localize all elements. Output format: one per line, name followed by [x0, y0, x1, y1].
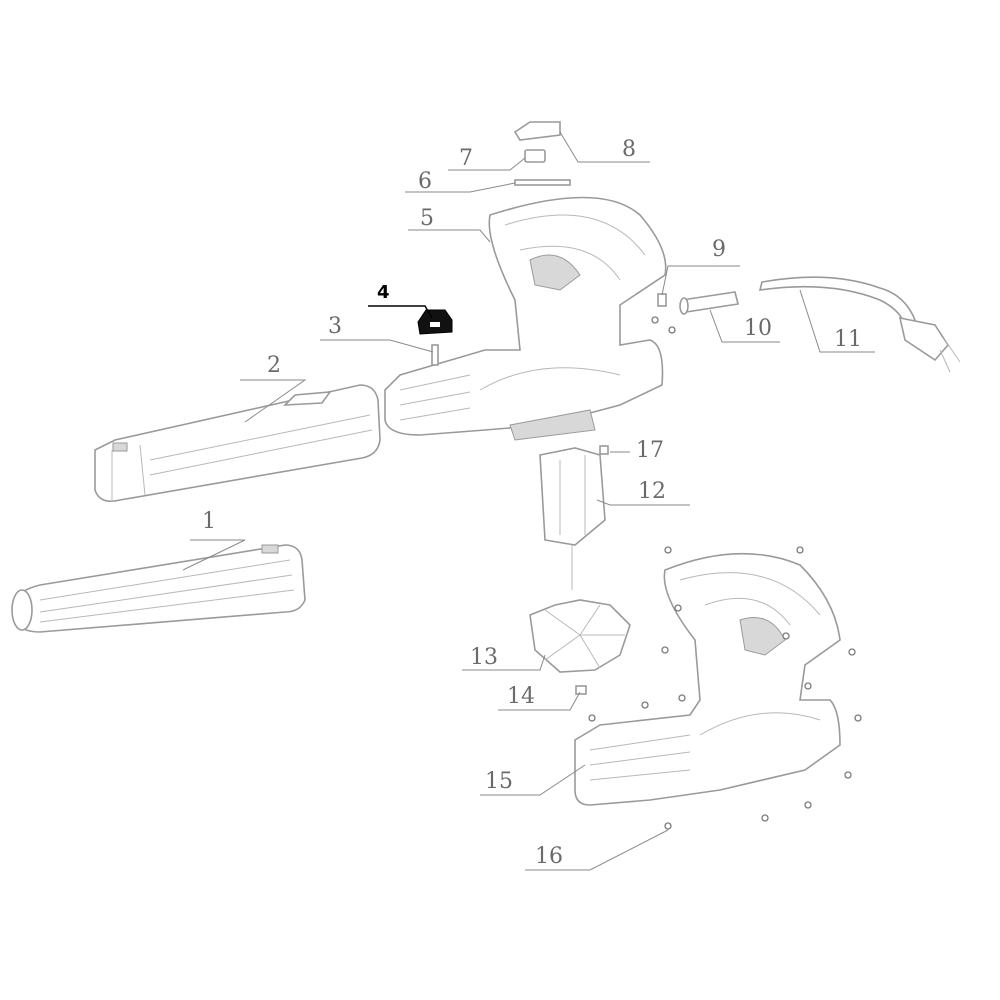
- leader-lines: [182, 131, 875, 871]
- part-3-spring: [431, 344, 439, 366]
- part-11-power-cord: [758, 276, 961, 373]
- label-7: 7: [459, 146, 473, 171]
- part-9-clamp: [657, 293, 667, 307]
- label-11: 11: [834, 327, 862, 352]
- part-16-screws: [588, 316, 862, 830]
- part-1-nozzle: [11, 544, 306, 633]
- label-17: 17: [636, 438, 664, 463]
- label-13: 13: [470, 645, 498, 670]
- label-2: 2: [267, 353, 281, 378]
- part-14-nut: [575, 685, 587, 695]
- part-6-pin: [514, 179, 571, 186]
- label-8: 8: [622, 137, 636, 162]
- part-10-strain-relief: [679, 291, 739, 315]
- label-12: 12: [638, 479, 666, 504]
- part-5-upper-housing: [384, 196, 667, 441]
- part-12-motor: [539, 445, 609, 590]
- label-14: 14: [507, 684, 535, 709]
- label-15: 15: [485, 769, 513, 794]
- part-4-switch: [417, 309, 453, 335]
- label-4: 4: [377, 282, 390, 303]
- label-1: 1: [202, 509, 216, 534]
- label-16: 16: [535, 844, 563, 869]
- label-9: 9: [712, 237, 726, 262]
- part-7-block: [524, 149, 546, 163]
- label-10: 10: [744, 316, 772, 341]
- part-2-tube: [94, 384, 381, 503]
- part-15-lower-housing: [574, 552, 841, 806]
- label-5: 5: [420, 206, 434, 231]
- label-3: 3: [328, 314, 342, 339]
- part-13-fan-impeller: [529, 599, 631, 673]
- part-8-bracket: [513, 121, 561, 141]
- label-6: 6: [418, 169, 432, 194]
